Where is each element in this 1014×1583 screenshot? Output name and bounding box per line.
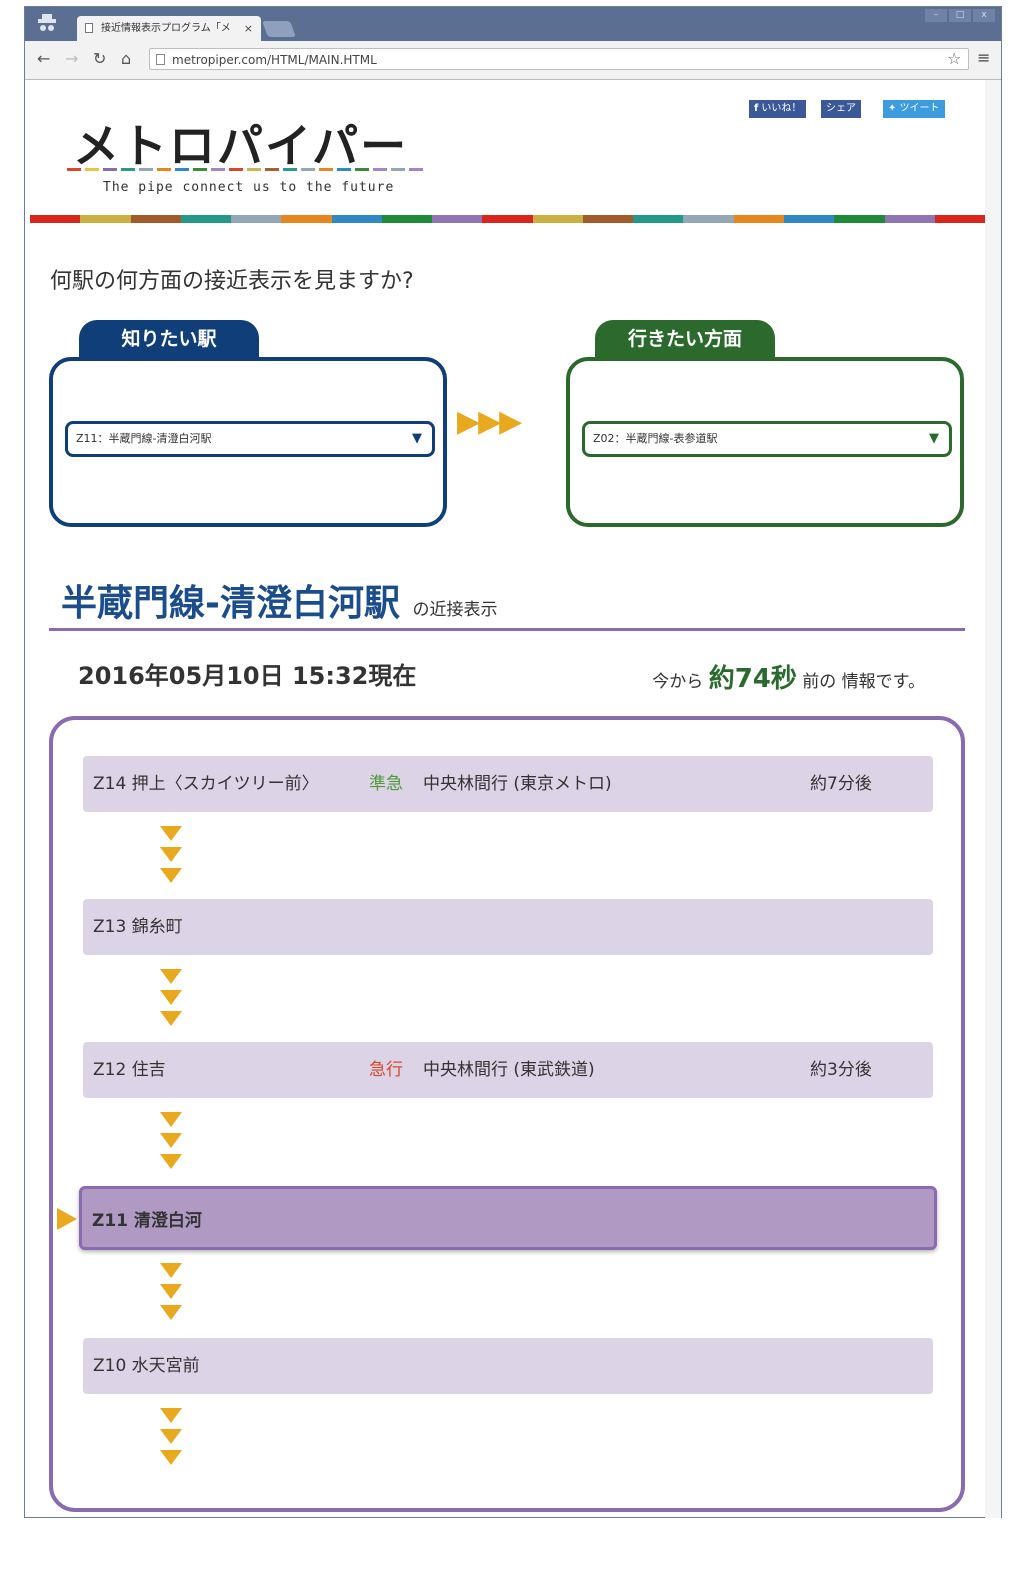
approach-board [49,716,965,1512]
down-arrow-icon [160,990,182,1005]
station-row-z13: Z13 錦糸町 [83,899,933,955]
forward-icon[interactable]: → [65,49,79,68]
station-name: Z14 押上〈スカイツリー前〉 [93,774,319,794]
train-eta: 約7分後 [810,774,872,794]
facebook-icon: f [754,103,759,114]
from-station-value: Z11：半蔵門線-清澄白河駅 [76,432,212,445]
back-icon[interactable]: ← [37,49,51,68]
info-age: 今から 約74秒 前の 情報です。 [652,664,925,694]
down-arrow-icon [160,1263,182,1278]
station-row-z12: Z12 住吉 急行 中央林間行 (東武鉄道) 約3分後 [83,1042,933,1098]
down-arrow-icon [160,1408,182,1423]
train-type: 準急 [369,774,403,794]
new-tab-button[interactable] [262,21,296,37]
chevron-down-icon: ▼ [412,431,422,446]
reload-icon[interactable]: ↻ [93,49,107,68]
scrollbar[interactable] [985,80,1001,1518]
logo-arrows [67,168,423,171]
browser-tab[interactable]: 接近情報表示プログラム「メ × [77,16,261,41]
question-heading: 何駅の何方面の接近表示を見ますか? [50,269,414,294]
chevron-down-icon: ▼ [929,431,939,446]
minimize-button[interactable]: – [925,9,947,22]
down-arrow-icon [160,1450,182,1465]
station-row-z14: Z14 押上〈スカイツリー前〉 準急 中央林間行 (東京メトロ) 約7分後 [83,756,933,812]
to-direction-value: Z02：半蔵門線-表参道駅 [593,432,718,445]
train-type: 急行 [369,1060,403,1080]
station-row-z11-current: Z11 清澄白河 [79,1186,937,1250]
train-destination: 中央林間行 (東京メトロ) [423,774,612,794]
train-eta: 約3分後 [810,1060,872,1080]
maximize-button[interactable]: □ [949,9,971,22]
down-arrow-icon [160,1011,182,1026]
station-row-z10: Z10 水天宮前 [83,1338,933,1394]
from-station-label: 知りたい駅 [79,320,259,362]
page-icon [85,23,93,33]
to-direction-panel: Z02：半蔵門線-表参道駅 ▼ [566,357,964,527]
timestamp: 2016年05月10日 15:32現在 [78,662,417,690]
down-arrow-icon [160,969,182,984]
station-name: Z13 錦糸町 [93,917,183,937]
address-bar[interactable]: metropiper.com/HTML/MAIN.HTML [149,48,969,70]
from-station-select[interactable]: Z11：半蔵門線-清澄白河駅 ▼ [65,421,435,457]
incognito-icon [38,14,56,31]
tweet-button[interactable]: ✦ ツイート [883,100,945,118]
url-text: metropiper.com/HTML/MAIN.HTML [172,53,377,67]
station-name: Z10 水天宮前 [93,1356,200,1376]
from-station-panel: Z11：半蔵門線-清澄白河駅 ▼ [49,357,447,527]
page-content: メトロパイパー The pipe connect us to the futur… [25,80,985,1518]
title-bar: 接近情報表示プログラム「メ × – □ x [25,7,1001,41]
close-tab-icon[interactable]: × [243,22,253,35]
down-arrow-icon [160,1112,182,1127]
current-station-pointer-icon [57,1208,77,1230]
close-window-button[interactable]: x [973,9,995,22]
heading-underline [49,628,965,631]
direction-arrows-icon: ▶▶▶ [457,404,522,439]
bookmark-star-icon[interactable]: ☆ [947,49,962,68]
window-controls: – □ x [925,9,995,22]
down-arrow-icon [160,1305,182,1320]
station-name: Z12 住吉 [93,1060,166,1080]
down-arrow-icon [160,1154,182,1169]
home-icon[interactable]: ⌂ [121,49,132,68]
facebook-share-button[interactable]: シェア [821,100,861,118]
to-direction-label: 行きたい方面 [595,320,775,362]
down-arrow-icon [160,847,182,862]
site-logo[interactable]: メトロパイパー [73,119,409,173]
station-name: Z11 清澄白河 [92,1211,202,1231]
info-age-value: 約74秒 [708,664,797,694]
down-arrow-icon [160,1133,182,1148]
down-arrow-icon [160,1429,182,1444]
tab-title: 接近情報表示プログラム「メ [101,23,231,34]
train-destination: 中央林間行 (東武鉄道) [423,1060,595,1080]
site-tagline: The pipe connect us to the future [103,180,395,195]
navigation-bar: ← → ↻ ⌂ metropiper.com/HTML/MAIN.HTML ☆ … [25,41,1001,80]
browser-window: 接近情報表示プログラム「メ × – □ x ← → ↻ ⌂ metropiper… [24,6,1002,1518]
station-heading-suffix: の近接表示 [412,600,498,620]
down-arrow-icon [160,826,182,841]
down-arrow-icon [160,1284,182,1299]
down-arrow-icon [160,868,182,883]
menu-icon[interactable]: ≡ [977,48,991,67]
to-direction-select[interactable]: Z02：半蔵門線-表参道駅 ▼ [582,421,952,457]
page-icon [156,54,165,65]
rainbow-divider [30,215,985,223]
twitter-bird-icon: ✦ [888,103,900,114]
station-heading: 半蔵門線-清澄白河駅 の近接表示 [61,583,498,624]
